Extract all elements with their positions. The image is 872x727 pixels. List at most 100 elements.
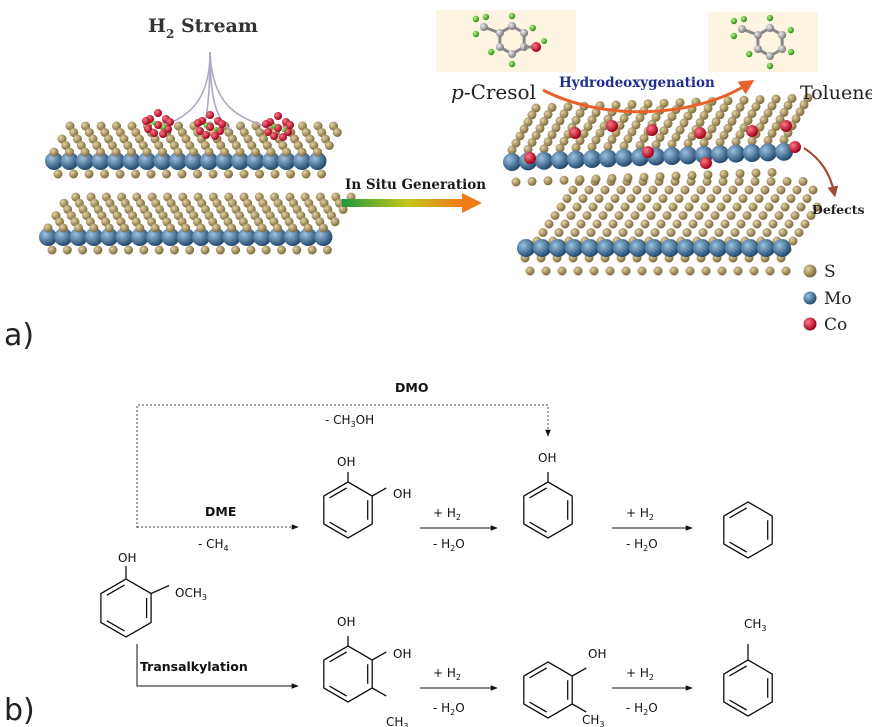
sulfur-atom — [582, 211, 592, 220]
molybdenum-atom — [757, 239, 775, 257]
sulfur-atom — [177, 169, 187, 179]
sulfur-atom — [718, 177, 728, 186]
sulfur-atom — [559, 136, 569, 146]
molybdenum-atom — [262, 152, 280, 170]
sulfur-atom — [539, 116, 549, 126]
molybdenum-atom — [237, 228, 256, 246]
sulfur-atom — [747, 109, 757, 119]
sulfur-atom — [630, 211, 640, 220]
toluene-ch3-label: CH3 — [744, 617, 767, 633]
sulfur-atom — [49, 147, 59, 157]
sulfur-atom — [591, 108, 601, 118]
cobalt-atom — [524, 152, 536, 164]
sulfur-atom — [150, 223, 160, 233]
sulfur-atom — [808, 185, 818, 195]
hydrogen-atom — [508, 60, 516, 68]
molybdenum-atom — [222, 228, 241, 246]
hydrogen-atom — [161, 124, 167, 130]
sulfur-atom — [750, 177, 760, 186]
carbon-atom — [766, 24, 774, 32]
sulfur-atom — [655, 172, 665, 182]
sulfur-atom — [672, 219, 682, 229]
sulfur-atom — [781, 266, 791, 276]
molybdenum-atom — [69, 228, 88, 246]
sulfur-atom — [763, 108, 773, 118]
sulfur-atom — [96, 121, 106, 131]
sulfur-atom — [795, 107, 805, 117]
sulfur-atom — [746, 228, 756, 237]
sulfur-atom — [687, 170, 697, 180]
sulfur-atom — [735, 130, 745, 140]
sulfur-atom — [562, 194, 572, 203]
sulfur-atom — [699, 138, 709, 148]
molybdenum-atom — [122, 152, 141, 170]
sulfur-atom — [759, 115, 769, 125]
benzene-ring — [723, 501, 773, 559]
molybdenum-atom — [773, 239, 791, 257]
atom-legend: S Mo Co — [803, 262, 852, 335]
sulfur-atom — [621, 266, 631, 276]
molybdenum-atom — [661, 239, 679, 257]
sulfur-atom — [748, 202, 758, 212]
sulfur-atom — [131, 169, 140, 179]
sulfur-atom — [780, 202, 790, 212]
sulfur-atom — [706, 194, 716, 203]
sulfur-atom — [515, 131, 525, 141]
carbon-atom — [753, 31, 762, 39]
sulfur-atom — [703, 103, 713, 113]
substituent-bond — [371, 651, 387, 661]
sulfur-atom — [688, 219, 698, 229]
sulfur-atom — [108, 245, 118, 255]
sulfur-atom — [667, 112, 677, 122]
sulfur-atom — [80, 147, 90, 157]
molybdenum-atom — [268, 228, 287, 246]
sulfur-atom — [751, 102, 761, 112]
adsorbed-atom — [211, 132, 219, 140]
adsorbed-atom — [150, 129, 158, 137]
sulfur-atom — [730, 228, 740, 237]
sulfur-atom — [322, 245, 332, 255]
sulfur-atom — [575, 175, 585, 185]
molybdenum-atom — [169, 152, 187, 170]
in-situ-arrow-shaft — [342, 199, 462, 207]
molybdenum-atom — [615, 148, 633, 167]
sulfur-atom — [551, 123, 561, 133]
benzene-ring — [723, 659, 773, 717]
sulfur-atom — [733, 266, 743, 276]
sulfur-atom — [675, 125, 685, 135]
in-situ-arrow-head — [462, 193, 482, 213]
carbon-atom — [508, 50, 516, 58]
molybdenum-atom — [84, 228, 103, 246]
molybdenum-atom — [535, 151, 553, 170]
sulfur-atom — [301, 169, 311, 179]
sulfur-atom — [699, 110, 709, 120]
sulfur-atom — [768, 219, 778, 229]
sulfur-atom — [242, 223, 252, 233]
panel-b-label: b) — [4, 693, 35, 727]
molybdenum-atom — [293, 152, 311, 170]
adsorbed-atom — [206, 111, 214, 119]
sulfur-atom — [812, 202, 822, 212]
sulfur-atom — [573, 266, 583, 276]
sulfur-atom — [556, 202, 566, 212]
sulfur-atom — [307, 245, 317, 255]
dme-byproduct: - CH4 — [198, 537, 229, 553]
dme-label: DME — [205, 504, 236, 519]
sulfur-atom — [124, 245, 133, 255]
sulfur-atom — [584, 185, 594, 195]
hdo-label: Hydrodeoxygenation — [559, 75, 715, 91]
sulfur-atom — [611, 100, 621, 110]
molybdenum-atom — [161, 228, 180, 246]
sulfur-atom — [591, 174, 601, 184]
sulfur-atom — [88, 134, 98, 144]
sulfur-atom — [712, 185, 722, 195]
sulfur-atom — [743, 116, 753, 126]
molybdenum-atom — [645, 239, 663, 257]
sulfur-atom — [539, 144, 549, 154]
sulfur-atom — [598, 211, 608, 220]
panel-b: DMO - CH3OH DME - CH4 Transalkylation + … — [4, 380, 773, 727]
sulfur-atom — [806, 211, 816, 220]
hydrogen-atom — [746, 50, 753, 58]
sulfur-atom — [636, 202, 646, 212]
defects-arrow — [803, 147, 839, 198]
